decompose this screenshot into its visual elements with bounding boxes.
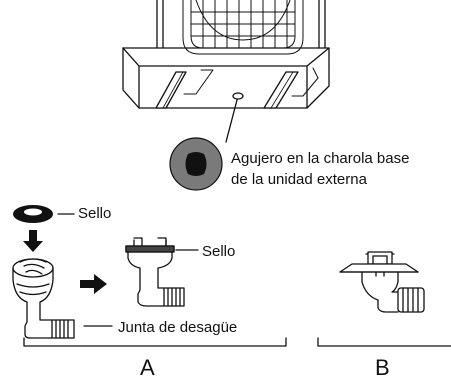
down-arrow-icon <box>23 230 43 252</box>
bracket-a <box>23 337 287 347</box>
group-b-label: B <box>375 355 390 380</box>
base-drain-hole <box>232 92 244 100</box>
hole-label-line1: Agujero en la charola base <box>231 150 410 167</box>
group-a-label: A <box>140 355 155 380</box>
hole-leader-line <box>225 99 238 143</box>
right-arrow-icon <box>80 274 107 294</box>
seal-label: Sello <box>78 205 112 222</box>
drain-joint <box>12 258 75 339</box>
outdoor-unit-base <box>122 0 330 109</box>
seal-ring <box>13 205 53 223</box>
fan-grille <box>182 0 304 55</box>
assembled-seal-label: Sello <box>202 243 236 260</box>
hole-label-line2: de la unidad externa <box>231 171 367 188</box>
drain-hole-magnified <box>169 137 223 191</box>
assembled-drain-joint <box>125 237 185 307</box>
drain-joint-label: Junta de desagüe <box>118 319 238 336</box>
mounting-straps <box>155 67 319 109</box>
drain-joint-b <box>339 251 425 313</box>
bracket-b <box>317 337 451 347</box>
